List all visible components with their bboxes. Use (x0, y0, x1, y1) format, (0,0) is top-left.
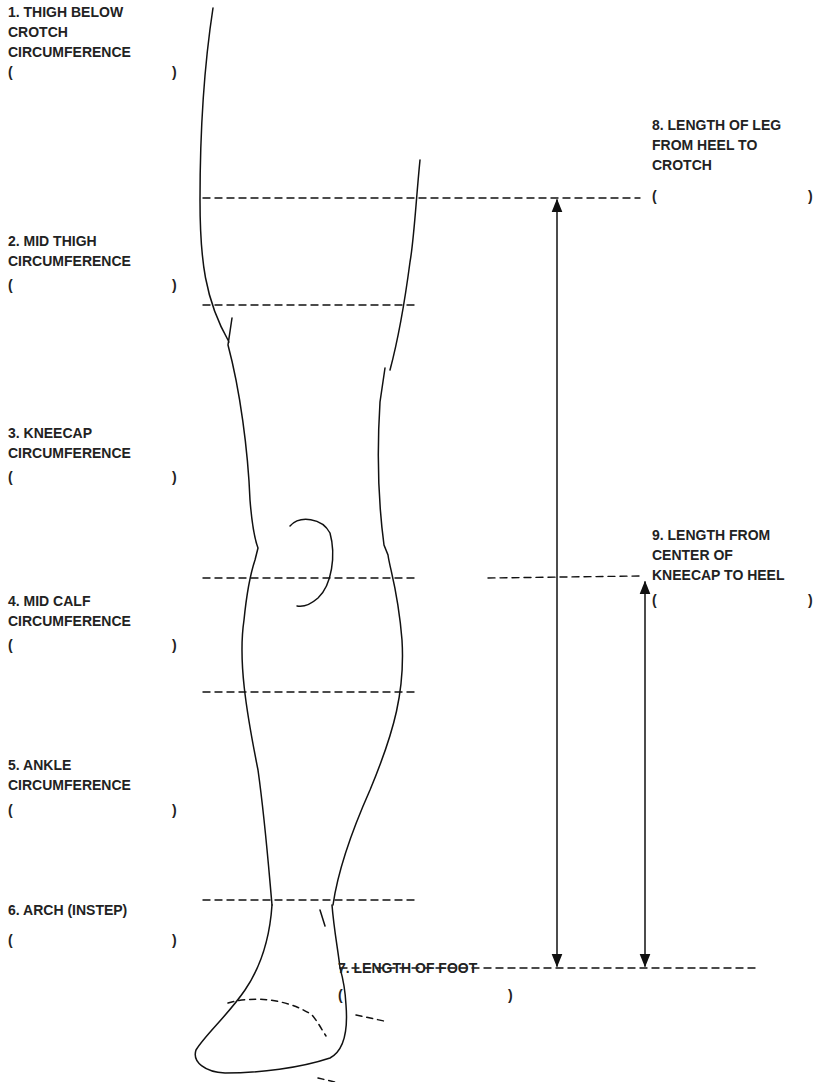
blank-bracket: ) (808, 590, 822, 610)
foot-outline (195, 905, 346, 1073)
measurement-label: 2. MID THIGH CIRCUMFERENCE (8, 231, 138, 271)
measurement-label: 1. THIGH BELOW CROTCH CIRCUMFERENCE (8, 2, 138, 62)
measurement-label: 5. ANKLE CIRCUMFERENCE (8, 755, 138, 795)
measure-line (203, 577, 418, 578)
foot-length-guide (228, 999, 326, 1036)
measure-line (203, 197, 640, 198)
foot-length-guide (318, 1078, 352, 1082)
blank-bracket: ) (172, 800, 192, 820)
leg-outline-right (333, 160, 420, 905)
measurement-label: 8. LENGTH OF LEG FROM HEEL TO CROTCH (652, 115, 812, 175)
blank-bracket: ( (8, 467, 28, 487)
dimension-arrow (644, 582, 646, 966)
measure-line (203, 899, 418, 900)
blank-bracket: ( (8, 62, 28, 82)
blank-bracket: ) (172, 930, 192, 950)
blank-bracket: ) (508, 985, 528, 1005)
blank-bracket: ) (172, 62, 192, 82)
blank-bracket: ( (338, 985, 358, 1005)
blank-bracket: ) (808, 186, 822, 206)
leg-outline-left (200, 8, 272, 905)
blank-bracket: ) (172, 275, 192, 295)
kneecap-outline (290, 519, 333, 606)
blank-bracket: ) (172, 635, 192, 655)
blank-bracket: ( (652, 186, 672, 206)
blank-bracket: ( (8, 930, 28, 950)
measurement-label: 7. LENGTH OF FOOT (338, 958, 538, 978)
measure-line (203, 304, 418, 305)
blank-bracket: ( (8, 635, 28, 655)
blank-bracket: ) (172, 467, 192, 487)
measurement-label: 9. LENGTH FROM CENTER OF KNEECAP TO HEEL (652, 525, 792, 585)
blank-bracket: ( (652, 590, 672, 610)
measure-line (488, 576, 640, 578)
measurement-label: 6. ARCH (INSTEP) (8, 900, 183, 920)
blank-bracket: ( (8, 275, 28, 295)
measurement-label: 3. KNEECAP CIRCUMFERENCE (8, 423, 138, 463)
dimension-arrow (556, 200, 558, 966)
measure-line (203, 691, 418, 692)
measurement-label: 4. MID CALF CIRCUMFERENCE (8, 591, 138, 631)
foot-length-guide (356, 1015, 384, 1021)
blank-bracket: ( (8, 800, 28, 820)
